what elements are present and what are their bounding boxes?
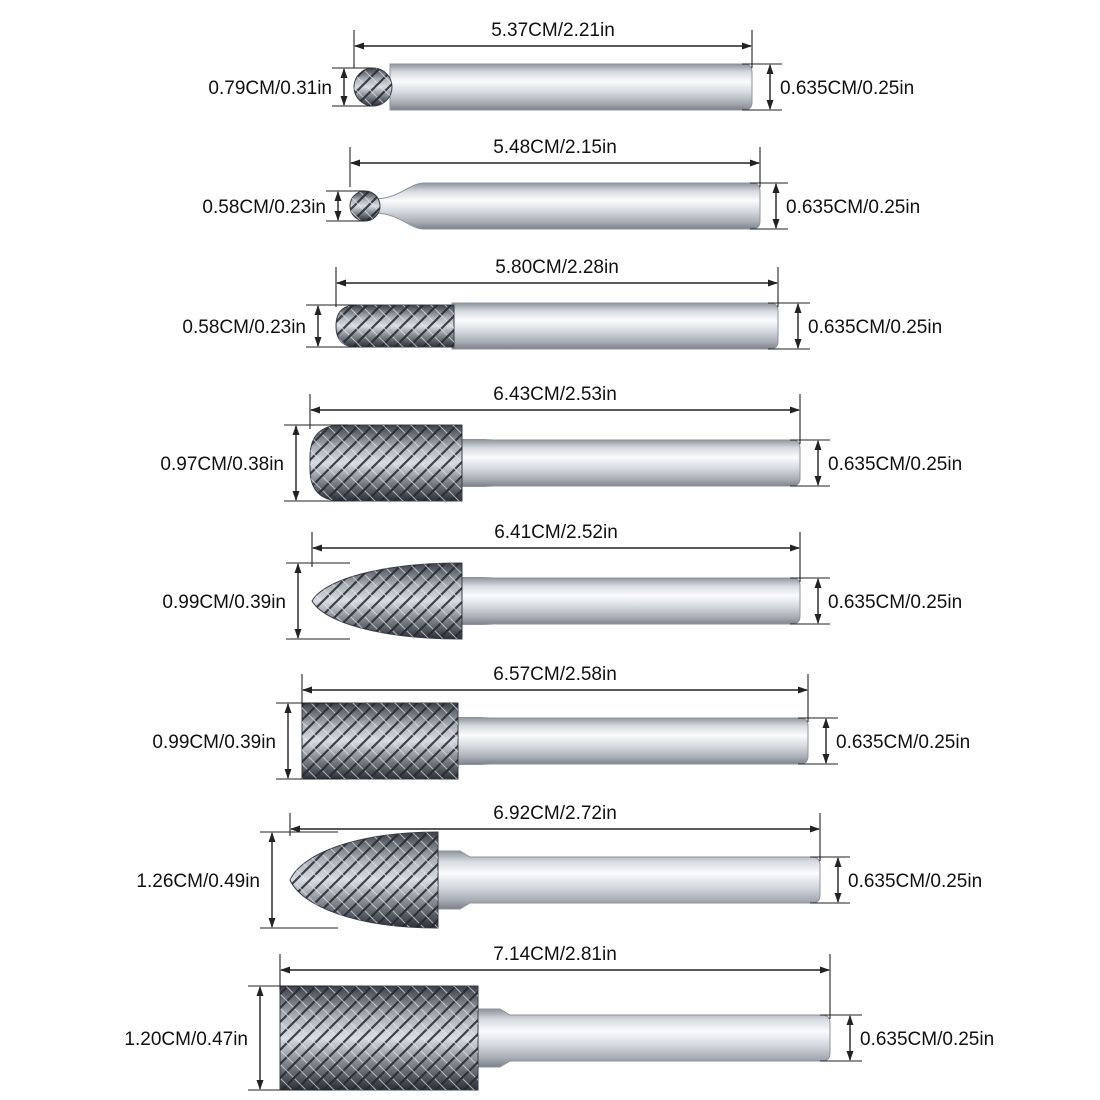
bit-5-head-flutes	[312, 563, 462, 639]
bit-4-head-flutes	[310, 425, 462, 501]
bit-4-shank	[459, 438, 801, 488]
bits-layer: 5.37CM/2.21in 0.79CM/0.31in 0.635CM/0.25in…	[124, 20, 994, 1091]
bit-6-length-label: 6.57CM/2.58in	[493, 664, 617, 685]
bit-6-group: 6.57CM/2.58in 0.99CM/0.39in 0.635CM/0.25in	[152, 664, 970, 780]
bit-5-shank	[459, 576, 801, 626]
bit-5-shank-diameter-label: 0.635CM/0.25in	[828, 592, 962, 613]
bit-2-shank	[375, 182, 761, 230]
bit-5-group: 6.41CM/2.52in 0.99CM/0.39in 0.635CM/0.25in	[162, 522, 962, 640]
bit-8-head-diameter-label: 1.20CM/0.47in	[124, 1029, 248, 1050]
bit-1-shank-diameter-label: 0.635CM/0.25in	[780, 78, 914, 99]
bit-2-length-label: 5.48CM/2.15in	[493, 137, 617, 158]
bit-2-head-flutes	[350, 191, 380, 221]
bit-8-shank	[475, 1008, 831, 1068]
bit-8-head-flutes	[280, 986, 478, 1090]
bit-6-shank	[455, 716, 809, 766]
bit-8-length-label: 7.14CM/2.81in	[493, 944, 617, 965]
bit-5-head-diameter-label: 0.99CM/0.39in	[162, 592, 286, 613]
bit-7-head-flutes	[290, 832, 438, 928]
bit-6-head-flutes	[302, 703, 458, 779]
bit-3-group: 5.80CM/2.28in 0.58CM/0.23in 0.635CM/0.25in	[182, 257, 942, 350]
bit-2-shank-diameter-label: 0.635CM/0.25in	[786, 197, 920, 218]
bit-5-length-label: 6.41CM/2.52in	[494, 522, 618, 543]
bit-4-length-label: 6.43CM/2.53in	[493, 384, 617, 405]
bit-8-shank-diameter-label: 0.635CM/0.25in	[860, 1029, 994, 1050]
bit-8-group: 7.14CM/2.81in 1.20CM/0.47in 0.635CM/0.25in	[124, 944, 994, 1091]
bit-6-head-diameter-label: 0.99CM/0.39in	[152, 732, 276, 753]
bit-7-length-label: 6.92CM/2.72in	[493, 803, 617, 824]
bit-1-length-label: 5.37CM/2.21in	[491, 20, 615, 41]
bit-1-head-flutes	[354, 68, 392, 106]
bit-2-group: 5.48CM/2.15in 0.58CM/0.23in 0.635CM/0.25in	[202, 137, 920, 230]
bit-7-shank	[435, 850, 821, 910]
bit-3-head-diameter-label: 0.58CM/0.23in	[182, 317, 306, 338]
bit-3-head-flutes	[336, 305, 454, 347]
bit-7-shank-diameter-label: 0.635CM/0.25in	[848, 871, 982, 892]
bit-6-shank-diameter-label: 0.635CM/0.25in	[836, 732, 970, 753]
bit-4-shank-diameter-label: 0.635CM/0.25in	[828, 454, 962, 475]
bit-3-shank-diameter-label: 0.635CM/0.25in	[808, 317, 942, 338]
bit-4-head-diameter-label: 0.97CM/0.38in	[160, 454, 284, 475]
bit-1-shank	[389, 63, 753, 111]
bit-7-group: 6.92CM/2.72in 1.26CM/0.49in 0.635CM/0.25in	[136, 803, 982, 929]
bit-3-length-label: 5.80CM/2.28in	[495, 257, 619, 278]
bit-4-group: 6.43CM/2.53in 0.97CM/0.38in 0.635CM/0.25in	[160, 384, 962, 502]
bit-1-head-diameter-label: 0.79CM/0.31in	[208, 78, 332, 99]
bit-1-group: 5.37CM/2.21in 0.79CM/0.31in 0.635CM/0.25in	[208, 20, 914, 111]
bit-2-head-diameter-label: 0.58CM/0.23in	[202, 197, 326, 218]
bit-3-shank	[451, 302, 779, 350]
bit-7-head-diameter-label: 1.26CM/0.49in	[136, 871, 260, 892]
